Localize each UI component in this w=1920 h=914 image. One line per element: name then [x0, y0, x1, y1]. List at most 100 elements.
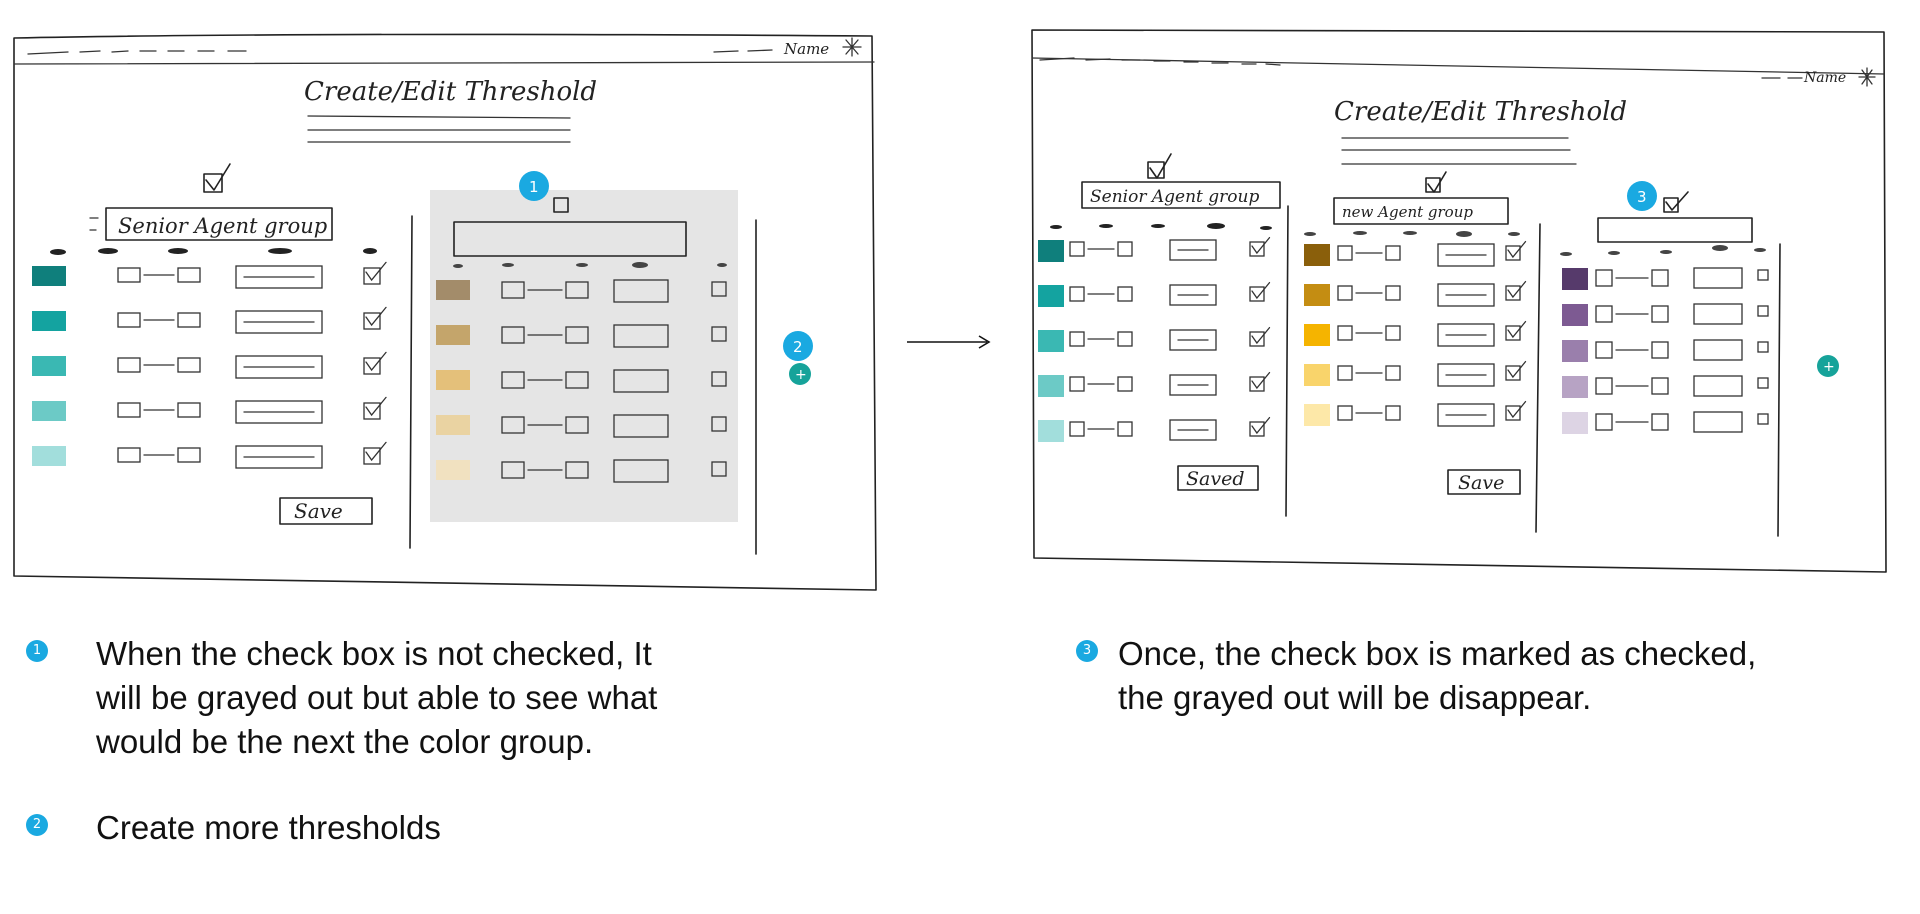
max-value-box[interactable]: [1651, 305, 1669, 323]
min-value-box[interactable]: [1337, 325, 1353, 341]
group2-name-field[interactable]: [453, 221, 687, 257]
label-field[interactable]: [613, 369, 669, 393]
max-value-box[interactable]: [1117, 376, 1133, 392]
group2-checkbox-unchecked[interactable]: [553, 197, 569, 213]
color-swatch[interactable]: [1562, 268, 1588, 290]
row-checkbox[interactable]: [711, 281, 727, 297]
label-field[interactable]: [1437, 323, 1495, 347]
row-checkbox[interactable]: [1249, 241, 1265, 257]
max-value-box[interactable]: [565, 326, 589, 344]
label-field[interactable]: [1437, 403, 1495, 427]
label-field[interactable]: [1169, 419, 1217, 441]
row-checkbox[interactable]: [1505, 245, 1521, 261]
color-swatch[interactable]: [1038, 240, 1064, 262]
group2-name-field[interactable]: [1333, 197, 1509, 225]
color-swatch[interactable]: [1038, 420, 1064, 442]
settings-gear-icon[interactable]: [842, 37, 862, 57]
color-swatch[interactable]: [436, 325, 470, 345]
min-value-box[interactable]: [501, 371, 525, 389]
color-swatch[interactable]: [1304, 364, 1330, 386]
min-value-box[interactable]: [117, 357, 141, 373]
row-checkbox[interactable]: [1505, 405, 1521, 421]
min-value-box[interactable]: [1337, 245, 1353, 261]
label-field[interactable]: [1693, 339, 1743, 361]
max-value-box[interactable]: [177, 402, 201, 418]
settings-gear-icon[interactable]: [1858, 67, 1876, 87]
row-checkbox[interactable]: [1505, 365, 1521, 381]
max-value-box[interactable]: [177, 357, 201, 373]
row-checkbox[interactable]: [1757, 413, 1769, 425]
label-field[interactable]: [235, 445, 323, 469]
max-value-box[interactable]: [1117, 421, 1133, 437]
row-checkbox[interactable]: [1757, 269, 1769, 281]
label-field[interactable]: [1169, 284, 1217, 306]
min-value-box[interactable]: [1069, 331, 1085, 347]
max-value-box[interactable]: [1117, 286, 1133, 302]
min-value-box[interactable]: [1595, 377, 1613, 395]
min-value-box[interactable]: [117, 312, 141, 328]
min-value-box[interactable]: [501, 281, 525, 299]
max-value-box[interactable]: [1117, 241, 1133, 257]
group1-name-field[interactable]: [1081, 181, 1281, 209]
min-value-box[interactable]: [1337, 405, 1353, 421]
label-field[interactable]: [1437, 363, 1495, 387]
row-checkbox[interactable]: [363, 357, 381, 375]
row-checkbox[interactable]: [1249, 421, 1265, 437]
min-value-box[interactable]: [117, 447, 141, 463]
label-field[interactable]: [235, 400, 323, 424]
label-field[interactable]: [613, 414, 669, 438]
max-value-box[interactable]: [1385, 365, 1401, 381]
min-value-box[interactable]: [1337, 365, 1353, 381]
color-swatch[interactable]: [436, 460, 470, 480]
max-value-box[interactable]: [177, 312, 201, 328]
group1-name-field[interactable]: [105, 207, 333, 241]
row-checkbox[interactable]: [363, 447, 381, 465]
min-value-box[interactable]: [501, 416, 525, 434]
row-checkbox[interactable]: [711, 371, 727, 387]
row-checkbox[interactable]: [1249, 286, 1265, 302]
row-checkbox[interactable]: [1757, 341, 1769, 353]
label-field[interactable]: [613, 459, 669, 483]
label-field[interactable]: [613, 279, 669, 303]
row-checkbox[interactable]: [1505, 285, 1521, 301]
add-threshold-button[interactable]: [789, 363, 811, 385]
min-value-box[interactable]: [1069, 241, 1085, 257]
row-checkbox[interactable]: [363, 402, 381, 420]
max-value-box[interactable]: [1651, 269, 1669, 287]
min-value-box[interactable]: [501, 461, 525, 479]
label-field[interactable]: [1693, 303, 1743, 325]
min-value-box[interactable]: [1069, 421, 1085, 437]
min-value-box[interactable]: [1069, 376, 1085, 392]
min-value-box[interactable]: [501, 326, 525, 344]
max-value-box[interactable]: [1651, 341, 1669, 359]
max-value-box[interactable]: [565, 416, 589, 434]
color-swatch[interactable]: [436, 415, 470, 435]
min-value-box[interactable]: [117, 267, 141, 283]
label-field[interactable]: [1693, 411, 1743, 433]
max-value-box[interactable]: [1117, 331, 1133, 347]
max-value-box[interactable]: [1385, 325, 1401, 341]
label-field[interactable]: [1169, 329, 1217, 351]
max-value-box[interactable]: [1385, 405, 1401, 421]
color-swatch[interactable]: [32, 446, 66, 466]
color-swatch[interactable]: [32, 266, 66, 286]
row-checkbox[interactable]: [1505, 325, 1521, 341]
group1-checkbox[interactable]: [1147, 161, 1165, 179]
color-swatch[interactable]: [1562, 340, 1588, 362]
color-swatch[interactable]: [1038, 330, 1064, 352]
saved-button[interactable]: [1177, 465, 1259, 491]
color-swatch[interactable]: [1038, 285, 1064, 307]
row-checkbox[interactable]: [711, 326, 727, 342]
min-value-box[interactable]: [1595, 413, 1613, 431]
max-value-box[interactable]: [1385, 285, 1401, 301]
color-swatch[interactable]: [1304, 324, 1330, 346]
max-value-box[interactable]: [177, 447, 201, 463]
max-value-box[interactable]: [565, 281, 589, 299]
row-checkbox[interactable]: [1249, 376, 1265, 392]
label-field[interactable]: [1437, 283, 1495, 307]
color-swatch[interactable]: [1562, 376, 1588, 398]
color-swatch[interactable]: [1562, 412, 1588, 434]
label-field[interactable]: [1169, 374, 1217, 396]
label-field[interactable]: [235, 265, 323, 289]
max-value-box[interactable]: [565, 371, 589, 389]
